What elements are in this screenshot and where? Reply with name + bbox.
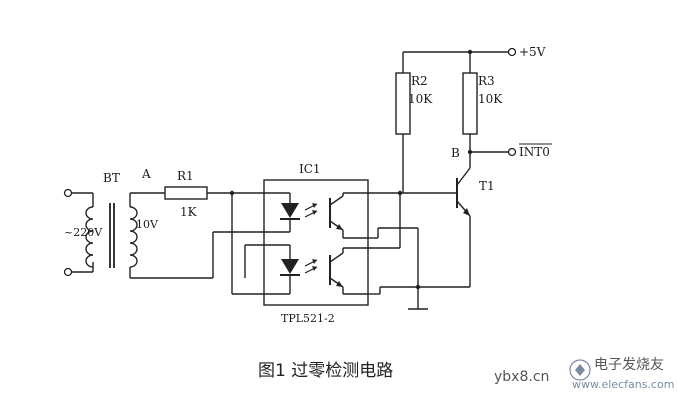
resistor-r3 xyxy=(462,52,478,168)
label-a: A xyxy=(141,167,151,181)
label-r1-value: 1K xyxy=(180,205,198,219)
label-r2-value: 10K xyxy=(408,92,433,106)
watermark: ybx8.cn 电子发烧友 www.elecfans.com xyxy=(494,357,674,391)
watermark-logo xyxy=(569,359,591,381)
label-secondary-voltage: 10V xyxy=(136,218,159,231)
transformer-bt xyxy=(85,193,138,278)
watermark-site: ybx8.cn xyxy=(494,369,549,385)
resistor-r2 xyxy=(395,52,411,193)
label-bt: BT xyxy=(103,171,120,185)
figure-caption: 图1 过零检测电路 xyxy=(258,361,393,381)
resistor-r1 xyxy=(164,186,208,200)
label-int0: INT0 xyxy=(519,145,550,159)
optocoupler-ic1 xyxy=(212,179,369,306)
label-vcc: +5V xyxy=(519,45,546,59)
label-r2: R2 xyxy=(411,74,428,88)
label-r3: R3 xyxy=(478,74,495,88)
watermark-url: www.elecfans.com xyxy=(572,378,674,391)
label-r1: R1 xyxy=(177,169,194,183)
ac-input-terminals xyxy=(63,188,94,277)
label-node-b: B xyxy=(451,146,460,160)
label-ac-input: ~220V xyxy=(64,226,103,239)
label-ic1-part: TPL521-2 xyxy=(281,312,335,325)
transistor-t1 xyxy=(400,167,471,287)
label-r3-value: 10K xyxy=(478,92,503,106)
label-ic1: IC1 xyxy=(299,162,321,176)
watermark-brand: 电子发烧友 xyxy=(594,357,664,373)
label-t1: T1 xyxy=(479,179,495,193)
